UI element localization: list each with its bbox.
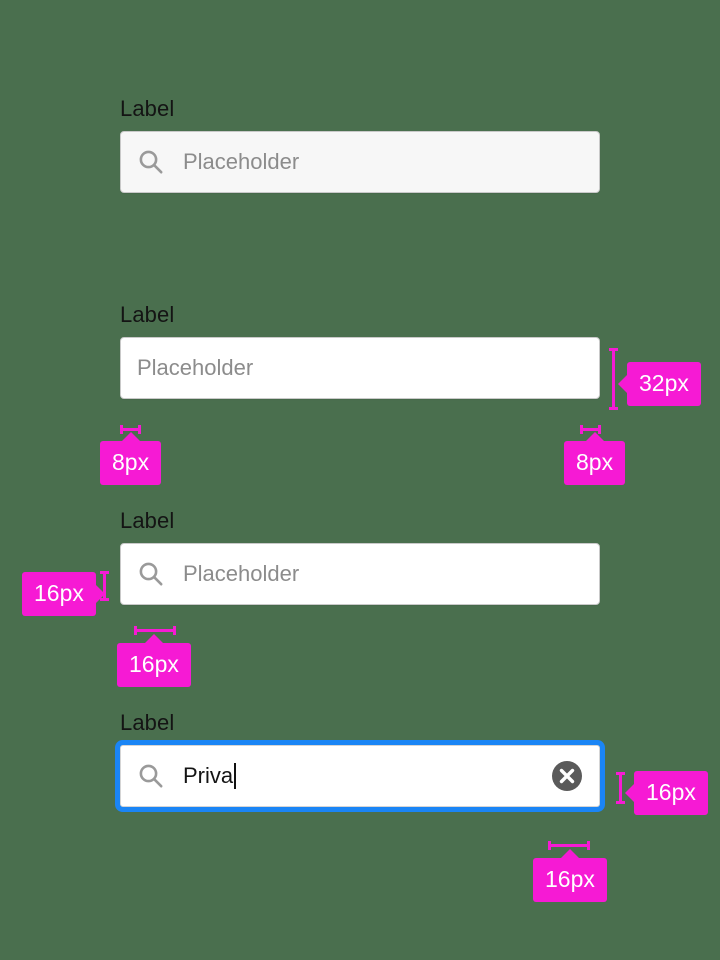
field-group-plain: Label Placeholder — [120, 302, 600, 399]
annotation-right-8: 8px — [564, 432, 626, 485]
text-input-plain[interactable]: Placeholder — [120, 337, 600, 399]
field-label: Label — [120, 96, 175, 121]
search-input-focused[interactable]: Priva — [120, 745, 600, 807]
field-label: Label — [120, 302, 175, 327]
measure-bar-left-8 — [120, 425, 141, 434]
placeholder-text: Placeholder — [183, 149, 300, 174]
placeholder-text: Placeholder — [183, 561, 300, 586]
annotation-vertical-16: 16px — [22, 572, 105, 616]
text-cursor — [234, 763, 237, 789]
measure-bar-right-8 — [580, 425, 601, 434]
search-icon — [139, 764, 163, 788]
search-input[interactable]: Placeholder — [120, 543, 600, 605]
placeholder-text: Placeholder — [137, 355, 254, 380]
measure-bar-field-height — [609, 348, 618, 410]
measure-bar-focused-right-16 — [548, 841, 590, 850]
search-input-default[interactable]: Placeholder — [120, 131, 600, 193]
field-group-search: Label Placeholder — [120, 508, 600, 605]
field-label: Label — [120, 508, 175, 533]
search-icon — [139, 150, 163, 174]
annotation-focused-right-16: 16px — [533, 849, 607, 902]
measure-bar-focused-vertical-16 — [616, 772, 625, 804]
annotation-left-padding-16: 16px — [117, 634, 191, 687]
input-value-text: Priva — [183, 763, 234, 788]
clear-circle-icon[interactable] — [551, 760, 583, 792]
annotation-left-8: 8px — [100, 432, 162, 485]
search-icon — [139, 562, 163, 586]
field-label: Label — [120, 710, 175, 735]
measure-bar-left-padding-16 — [134, 626, 176, 635]
field-group-focused: Label Priva — [120, 710, 600, 807]
annotation-focused-vertical-16: 16px — [625, 771, 708, 815]
field-group-default-search: Label Placeholder — [120, 96, 600, 193]
annotation-height-32: 32px — [618, 362, 701, 406]
